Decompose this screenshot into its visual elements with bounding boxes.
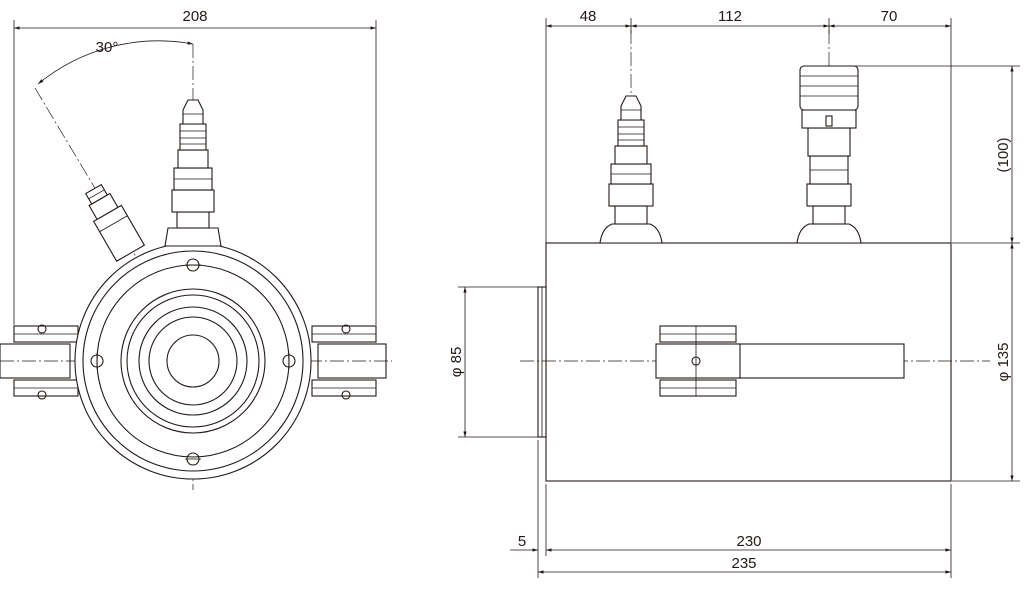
dim-text-135: φ 135 [995, 343, 1012, 382]
dim-text-235: 235 [731, 555, 756, 572]
side-clevis-rod [655, 325, 905, 397]
flange-body [74, 242, 312, 480]
dim-text-112: 112 [718, 8, 742, 25]
dim-text-100: (100) [995, 137, 1012, 172]
top-fitting [164, 99, 222, 247]
side-view [458, 18, 1020, 578]
nipple-fitting [599, 95, 663, 244]
angled-fitting [84, 183, 146, 262]
angle-arc [37, 40, 194, 85]
dim-text-angle: 30° [96, 39, 119, 56]
dim-text-5: 5 [518, 533, 526, 550]
dim-text-85: φ 85 [448, 347, 465, 378]
coupler-fitting [796, 65, 862, 244]
dim-text-208: 208 [182, 8, 207, 25]
dim-text-230: 230 [736, 533, 761, 550]
dim-text-70: 70 [881, 8, 898, 25]
front-view [0, 20, 392, 490]
left-clevis [0, 324, 79, 400]
right-clevis [311, 324, 387, 400]
dim-text-48: 48 [580, 8, 597, 25]
